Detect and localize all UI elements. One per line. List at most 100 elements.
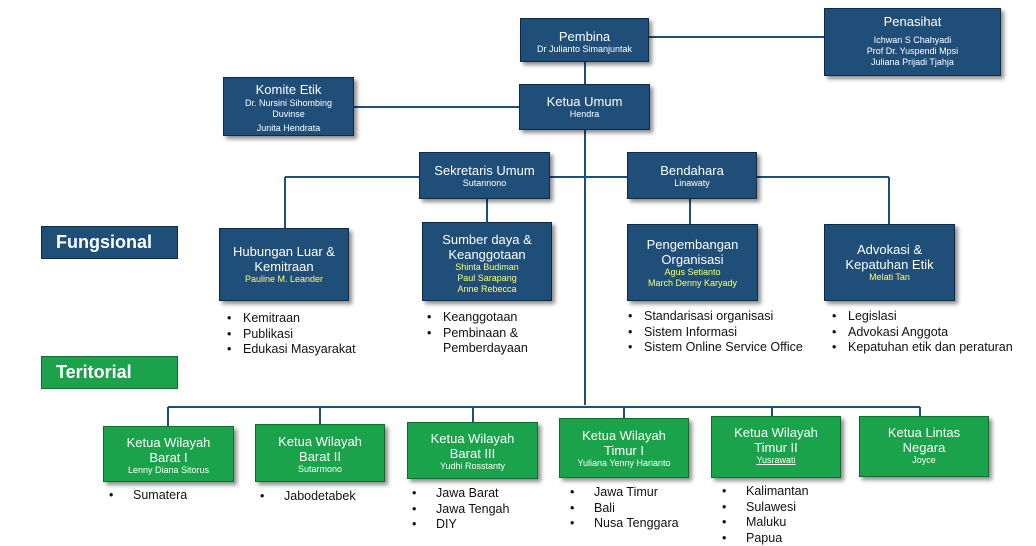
komite-etik-name-1: Dr. Nursini Sihombing — [224, 98, 353, 109]
komite-etik-title: Komite Etik — [224, 82, 353, 97]
pembina-box: Pembina Dr Julianto Simanjuntak — [520, 18, 649, 62]
list-item: Publikasi — [227, 327, 356, 343]
teritorial-title-line: Timur I — [560, 443, 688, 458]
list-item: Pembinaan & — [427, 326, 528, 342]
list-item: Jawa Barat — [412, 486, 509, 502]
fungsional-person-name: Shinta Budiman — [423, 262, 551, 273]
section-fungsional-label: Fungsional — [41, 226, 178, 259]
teritorial-barat-1-list: Sumatera — [109, 488, 187, 504]
teritorial-person-name: Sutarmono — [256, 464, 384, 475]
sekretaris-umum-name: Sutannono — [420, 178, 549, 189]
list-item: Nusa Tenggara — [570, 516, 679, 532]
list-item: Pemberdayaan — [427, 341, 528, 357]
ketua-umum-title: Ketua Umum — [520, 94, 649, 109]
fungsional-title-line: Kemitraan — [220, 259, 348, 274]
bendahara-name: Linawaty — [628, 178, 756, 189]
teritorial-title-line: Ketua Wilayah — [256, 434, 384, 449]
teritorial-title-line: Barat I — [104, 450, 233, 465]
teritorial-title-line: Barat III — [408, 446, 537, 461]
bendahara-title: Bendahara — [628, 163, 756, 178]
fungsional-advokasi-box: Advokasi & Kepatuhan Etik Melati Tan — [824, 224, 955, 301]
fungsional-title-line: Sumber daya & — [423, 232, 551, 247]
list-item: Sumatera — [109, 488, 187, 504]
list-item: DIY — [412, 517, 509, 533]
bendahara-box: Bendahara Linawaty — [627, 152, 757, 199]
penasihat-name-1: Ichwan S Chahyadi — [825, 35, 1000, 46]
fungsional-sumber-daya-box: Sumber daya & Keanggotaan Shinta Budiman… — [422, 222, 552, 301]
list-item: Jawa Timur — [570, 485, 679, 501]
teritorial-lintas-negara-box: Ketua Lintas Negara Joyce — [859, 416, 989, 477]
teritorial-timur-2-box: Ketua Wilayah Timur II Yusrawati — [711, 416, 841, 478]
list-item: Keanggotaan — [427, 310, 528, 326]
fungsional-advokasi-list: Legislasi Advokasi Anggota Kepatuhan eti… — [832, 309, 1013, 356]
teritorial-title-line: Ketua Wilayah — [712, 425, 840, 440]
list-item: Advokasi Anggota — [832, 325, 1013, 341]
list-item: Papua — [722, 531, 809, 546]
sekretaris-umum-title: Sekretaris Umum — [420, 163, 549, 178]
fungsional-pengembangan-list: Standarisasi organisasi Sistem Informasi… — [628, 309, 803, 356]
fungsional-title-line: Organisasi — [628, 252, 757, 267]
teritorial-timur-1-box: Ketua Wilayah Timur I Yuliana Yenny Hari… — [559, 418, 689, 478]
komite-etik-box: Komite Etik Dr. Nursini Sihombing Duvins… — [223, 77, 354, 136]
ketua-umum-name: Hendra — [520, 109, 649, 120]
teritorial-timur-2-list: Kalimantan Sulawesi Maluku Papua — [722, 484, 809, 546]
fungsional-title-line: Hubungan Luar & — [220, 244, 348, 259]
list-item: Jawa Tengah — [412, 502, 509, 518]
list-item: Bali — [570, 501, 679, 517]
komite-etik-name-3: Junita Hendrata — [224, 123, 353, 134]
fungsional-hubungan-luar-box: Hubungan Luar & Kemitraan Pauline M. Lea… — [219, 228, 349, 301]
fungsional-person-name: Agus Setianto — [628, 267, 757, 278]
fungsional-person-name: Melati Tan — [825, 272, 954, 283]
teritorial-barat-3-box: Ketua Wilayah Barat III Yudhi Rosstanty — [407, 422, 538, 479]
fungsional-person-name: Anne Rebecca — [423, 284, 551, 295]
sekretaris-umum-box: Sekretaris Umum Sutannono — [419, 152, 550, 199]
fungsional-sumber-daya-list: Keanggotaan Pembinaan & Pemberdayaan — [427, 310, 528, 357]
pembina-name: Dr Julianto Simanjuntak — [521, 44, 648, 55]
fungsional-title-line: Pengembangan — [628, 237, 757, 252]
list-item: Standarisasi organisasi — [628, 309, 803, 325]
teritorial-person-name: Joyce — [860, 455, 988, 466]
pembina-title: Pembina — [521, 29, 648, 44]
teritorial-title-line: Ketua Wilayah — [560, 428, 688, 443]
fungsional-person-name: March Denny Karyady — [628, 278, 757, 289]
teritorial-barat-2-box: Ketua Wilayah Barat II Sutarmono — [255, 424, 385, 482]
connector-fungsional-drops — [285, 177, 889, 228]
penasihat-name-2: Prof Dr. Yuspendi Mpsi — [825, 46, 1000, 57]
teritorial-title-line: Timur II — [712, 440, 840, 455]
fungsional-title-line: Kepatuhan Etik — [825, 257, 954, 272]
list-item: Kemitraan — [227, 311, 356, 327]
teritorial-title-line: Ketua Wilayah — [408, 431, 537, 446]
teritorial-title-line: Negara — [860, 440, 988, 455]
fungsional-hubungan-luar-list: Kemitraan Publikasi Edukasi Masyarakat — [227, 311, 356, 358]
list-item: Kalimantan — [722, 484, 809, 500]
teritorial-person-name: Yudhi Rosstanty — [408, 461, 537, 472]
ketua-umum-box: Ketua Umum Hendra — [519, 84, 650, 130]
list-item: Jabodetabek — [260, 489, 356, 505]
list-item: Kepatuhan etik dan peraturan — [832, 340, 1013, 356]
penasihat-title: Penasihat — [825, 14, 1000, 29]
teritorial-title-line: Ketua Wilayah — [104, 435, 233, 450]
list-item: Legislasi — [832, 309, 1013, 325]
teritorial-person-name: Yusrawati — [712, 455, 840, 466]
teritorial-barat-2-list: Jabodetabek — [260, 489, 356, 505]
komite-etik-name-2: Duvinse — [224, 109, 353, 120]
teritorial-person-name: Lenny Diana Sitorus — [104, 465, 233, 476]
list-item: Sulawesi — [722, 500, 809, 516]
penasihat-name-3: Juliana Prijadi Tjahja — [825, 57, 1000, 68]
teritorial-timur-1-list: Jawa Timur Bali Nusa Tenggara — [570, 485, 679, 532]
teritorial-title-line: Ketua Lintas — [860, 425, 988, 440]
list-item: Edukasi Masyarakat — [227, 342, 356, 358]
penasihat-box: Penasihat Ichwan S Chahyadi Prof Dr. Yus… — [824, 8, 1001, 76]
fungsional-title-line: Advokasi & — [825, 242, 954, 257]
fungsional-person-name: Paul Sarapang — [423, 273, 551, 284]
teritorial-title-line: Barat II — [256, 449, 384, 464]
fungsional-person-name: Pauline M. Leander — [220, 274, 348, 285]
teritorial-barat-3-list: Jawa Barat Jawa Tengah DIY — [412, 486, 509, 533]
teritorial-barat-1-box: Ketua Wilayah Barat I Lenny Diana Sitoru… — [103, 426, 234, 482]
list-item: Sistem Online Service Office — [628, 340, 803, 356]
teritorial-person-name: Yuliana Yenny Harianto — [560, 458, 688, 469]
list-item: Maluku — [722, 515, 809, 531]
fungsional-title-line: Keanggotaan — [423, 247, 551, 262]
section-teritorial-label: Teritorial — [41, 356, 178, 389]
fungsional-pengembangan-box: Pengembangan Organisasi Agus Setianto Ma… — [627, 224, 758, 301]
